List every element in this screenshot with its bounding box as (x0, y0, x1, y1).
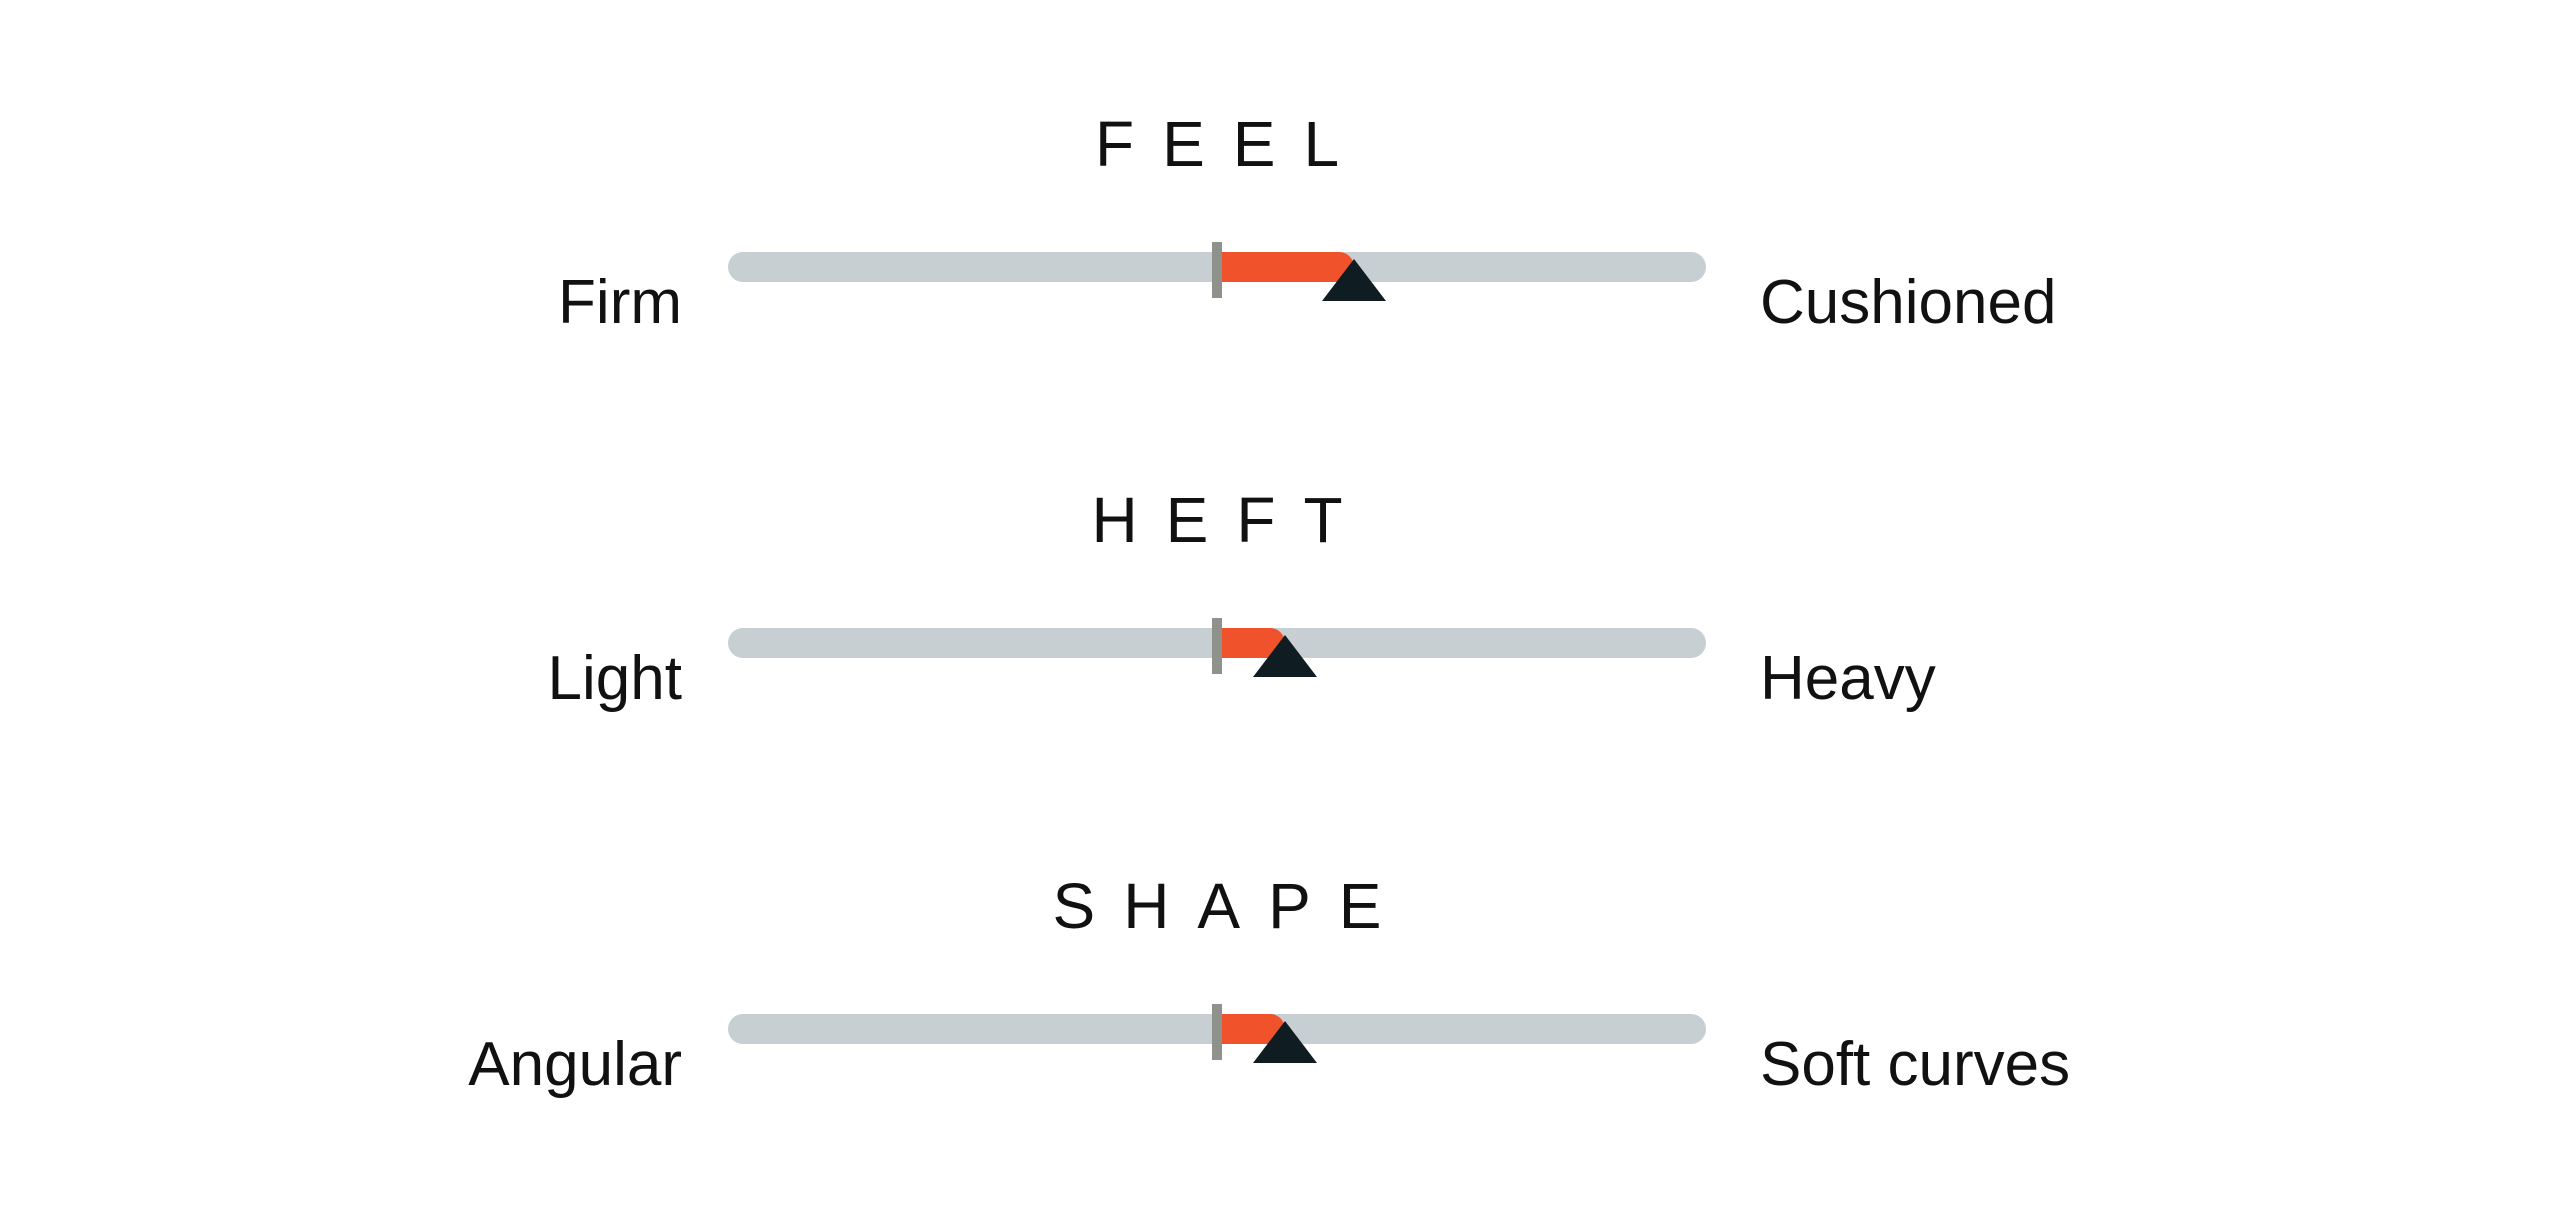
attribute-title: SHAPE (1052, 870, 1410, 942)
center-marker (1212, 618, 1222, 674)
left-label: Light (547, 644, 682, 713)
pointer-triangle-icon (1253, 1021, 1318, 1063)
center-marker (1212, 242, 1222, 298)
attribute-title: HEFT (1091, 484, 1371, 556)
pointer-triangle-icon (1253, 635, 1318, 677)
attribute-title: FEEL (1094, 108, 1368, 180)
attribute-heft: HEFT Light Heavy (0, 488, 2560, 748)
left-label: Angular (468, 1030, 682, 1099)
attribute-feel: FEEL Firm Cushioned (0, 112, 2560, 372)
center-marker (1212, 1004, 1222, 1060)
right-label: Soft curves (1760, 1030, 2071, 1099)
right-label: Cushioned (1760, 268, 2057, 337)
pointer-triangle-icon (1321, 259, 1386, 301)
attribute-shape: SHAPE Angular Soft curves (0, 874, 2560, 1134)
left-label: Firm (558, 268, 682, 337)
right-label: Heavy (1760, 644, 1936, 713)
